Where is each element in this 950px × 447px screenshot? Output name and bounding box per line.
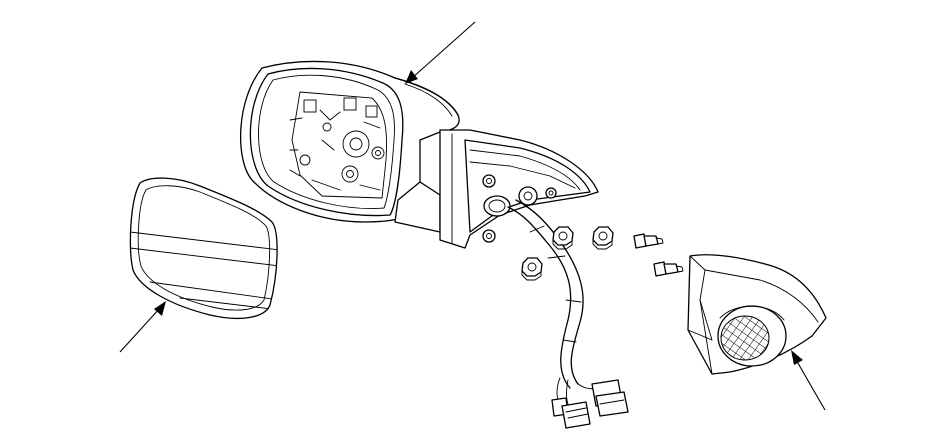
nut-drawing (521, 257, 543, 281)
mirror-cover-trim (687, 254, 827, 375)
bulb-socket-drawing (653, 261, 684, 277)
leader-arrow-housing (405, 21, 476, 84)
mirror-base-bracket (439, 129, 599, 249)
mounting-nuts (521, 226, 614, 281)
bulb-sockets (633, 233, 684, 277)
mirror-housing (239, 60, 460, 233)
nut-drawing (552, 226, 574, 250)
leader-arrow-glass (119, 301, 166, 353)
leader-arrow-cover (791, 350, 826, 411)
wire-harness-connector-drawing (551, 379, 629, 429)
wire-harness (507, 199, 629, 429)
bulb-socket-drawing (633, 233, 664, 249)
nut-drawing (592, 226, 614, 250)
mirror-glass (129, 177, 278, 320)
